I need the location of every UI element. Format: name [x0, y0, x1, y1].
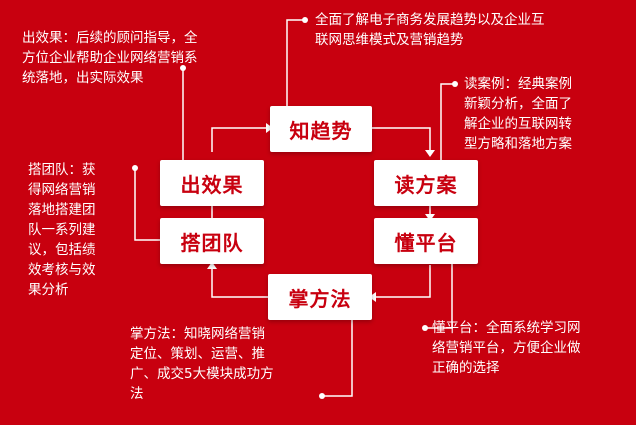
arrow-left-to-top	[211, 127, 270, 152]
desc-line: 广、成交5大模块成功方	[130, 366, 274, 382]
desc-line: 队一系列建	[28, 222, 96, 238]
desc-line: 全面了解电子商务发展趋势以及企业互	[315, 12, 545, 28]
node-zhang-fangfa: 掌方法	[268, 274, 372, 320]
dot-right-upper	[452, 81, 458, 87]
desc-line: 懂平台：全面系统学习网	[432, 320, 581, 336]
desc-line: 果分析	[28, 282, 69, 298]
desc-top-right: 全面了解电子商务发展趋势以及企业互 联网思维模式及营销趋势	[315, 10, 545, 50]
dot-left-middle	[132, 165, 138, 171]
desc-line: 定位、策划、运营、推	[130, 346, 265, 362]
dot-bottom	[319, 393, 325, 399]
arrow-right-to-bottom	[373, 265, 431, 298]
desc-left-top: 出效果：后续的顾问指导，全 方位企业帮助企业网络营销系 统落地，出实际效果	[22, 28, 198, 88]
node-du-fangan: 读方案	[374, 160, 478, 206]
node-chu-xiaoguo: 出效果	[160, 160, 264, 206]
desc-left-middle: 搭团队：获 得网络营销 落地搭建团 队一系列建 议，包括绩 效考核与效 果分析	[28, 160, 96, 300]
dot-top	[302, 17, 308, 23]
desc-line: 解企业的互联网转	[464, 116, 572, 132]
desc-line: 方位企业帮助企业网络营销系	[22, 50, 198, 66]
leader-right-lower	[425, 262, 453, 329]
desc-line: 络营销平台，方便企业做	[432, 340, 581, 356]
arrow-bottom-to-left	[211, 265, 270, 298]
leader-top	[286, 19, 305, 106]
node-dong-pingtai: 懂平台	[374, 218, 478, 264]
desc-right-upper: 读案例：经典案例 新颖分析，全面了 解企业的互联网转 型方略和落地方案	[464, 74, 572, 154]
dot-right-lower	[422, 325, 428, 331]
dot-left-top	[180, 65, 186, 71]
desc-line: 搭团队：获	[28, 162, 96, 178]
desc-line: 掌方法：知晓网络营销	[130, 326, 265, 342]
desc-line: 统落地，出实际效果	[22, 70, 144, 86]
leader-left-middle	[134, 168, 160, 241]
desc-line: 正确的选择	[432, 360, 500, 376]
arrowhead-right-vertical	[425, 214, 435, 221]
desc-line: 落地搭建团	[28, 202, 96, 218]
desc-line: 出效果：后续的顾问指导，全	[22, 30, 198, 46]
desc-line: 得网络营销	[28, 182, 96, 198]
leader-bottom	[322, 318, 353, 397]
desc-line: 联网思维模式及营销趋势	[315, 32, 464, 48]
leader-right-upper	[440, 83, 455, 166]
arrowhead-top-to-right	[425, 150, 435, 157]
arrowhead-right-to-bottom	[369, 292, 376, 302]
desc-line: 型方略和落地方案	[464, 136, 572, 152]
node-zhi-qushi: 知趋势	[270, 106, 372, 152]
arrow-top-to-right	[354, 127, 431, 152]
desc-line: 法	[130, 386, 144, 402]
desc-right-lower: 懂平台：全面系统学习网 络营销平台，方便企业做 正确的选择	[432, 318, 581, 378]
desc-line: 议，包括绩	[28, 242, 96, 258]
arrowhead-bottom-to-left	[207, 262, 217, 269]
desc-line: 新颖分析，全面了	[464, 96, 572, 112]
desc-bottom: 掌方法：知晓网络营销 定位、策划、运营、推 广、成交5大模块成功方 法	[130, 324, 274, 404]
arrowhead-left-to-top	[266, 123, 273, 133]
node-da-tuandui: 搭团队	[160, 218, 264, 264]
desc-line: 读案例：经典案例	[464, 76, 572, 92]
desc-line: 效考核与效	[28, 262, 96, 278]
